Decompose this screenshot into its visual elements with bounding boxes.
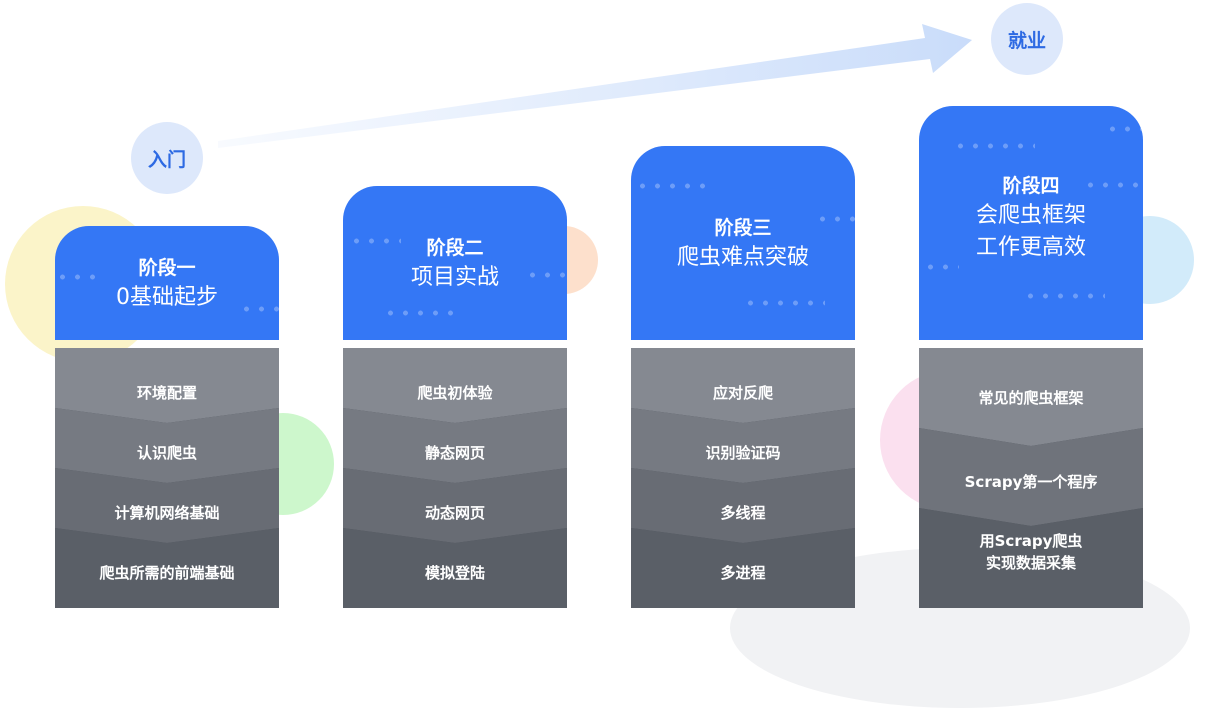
stage-header: 阶段一 0基础起步	[55, 226, 279, 340]
stage-label: 阶段三	[714, 217, 772, 239]
stage-topics: 常见的爬虫框架 Scrapy第一个程序 用Scrapy爬虫 实现数据采集	[919, 348, 1143, 608]
stage-title: 会爬虫框架	[975, 203, 1086, 228]
band-backgrounds	[55, 348, 279, 608]
band-backgrounds	[631, 348, 855, 608]
dot-pattern	[525, 272, 567, 278]
band-backgrounds	[919, 348, 1143, 608]
stage-topics: 应对反爬 识别验证码 多线程 多进程	[631, 348, 855, 608]
topic-item: 用Scrapy爬虫 实现数据采集	[979, 532, 1083, 572]
topic-item: 爬虫初体验	[417, 384, 493, 402]
topic-item: 动态网页	[424, 504, 485, 522]
stage-header: 阶段三 爬虫难点突破	[631, 146, 855, 340]
dot-pattern	[349, 238, 401, 244]
topic-item: 爬虫所需的前端基础	[99, 564, 235, 582]
stage-topics: 爬虫初体验 静态网页 动态网页 模拟登陆	[343, 348, 567, 608]
topic-item: 常见的爬虫框架	[978, 389, 1084, 407]
milestone-start-label: 入门	[147, 148, 186, 171]
topic-item: 计算机网络基础	[114, 504, 220, 522]
dot-pattern	[815, 216, 855, 222]
dot-pattern	[923, 264, 959, 270]
stage-title: 项目实战	[410, 265, 499, 290]
topic-item: 应对反爬	[712, 384, 773, 402]
dot-pattern	[1083, 182, 1143, 188]
dot-pattern	[635, 183, 707, 189]
stage-label: 阶段二	[426, 237, 484, 259]
topic-item: 静态网页	[424, 444, 485, 462]
topic-item: 模拟登陆	[424, 564, 485, 582]
topic-item: 多进程	[720, 564, 766, 582]
stage-header: 阶段二 项目实战	[343, 186, 567, 340]
milestone-end-label: 就业	[1007, 29, 1046, 52]
dot-pattern	[55, 274, 103, 280]
dot-pattern	[1105, 126, 1143, 132]
stage-label: 阶段四	[1002, 175, 1060, 197]
milestone-start-bubble: 入门	[131, 122, 203, 194]
dot-pattern	[743, 300, 825, 306]
stage-title: 爬虫难点突破	[676, 245, 809, 270]
stage-header: 阶段四 会爬虫框架 工作更高效	[919, 106, 1143, 340]
dot-pattern	[953, 143, 1035, 149]
topic-item: 环境配置	[136, 384, 197, 402]
stage-title: 0基础起步	[116, 285, 218, 310]
stage-label: 阶段一	[138, 257, 196, 279]
dot-pattern	[383, 310, 463, 316]
topic-item: 多线程	[720, 504, 766, 522]
band-backgrounds	[343, 348, 567, 608]
progress-arrow-shape	[218, 24, 972, 148]
stage-topics: 环境配置 认识爬虫 计算机网络基础 爬虫所需的前端基础	[55, 348, 279, 608]
progress-arrow	[218, 24, 972, 148]
milestone-end-bubble: 就业	[991, 3, 1063, 75]
dot-pattern	[239, 306, 279, 312]
topic-item: 认识爬虫	[136, 444, 197, 462]
topic-item: Scrapy第一个程序	[964, 473, 1098, 491]
topic-item: 识别验证码	[705, 444, 781, 462]
dot-pattern	[1023, 293, 1105, 299]
stage-title-line-2: 工作更高效	[975, 235, 1086, 260]
